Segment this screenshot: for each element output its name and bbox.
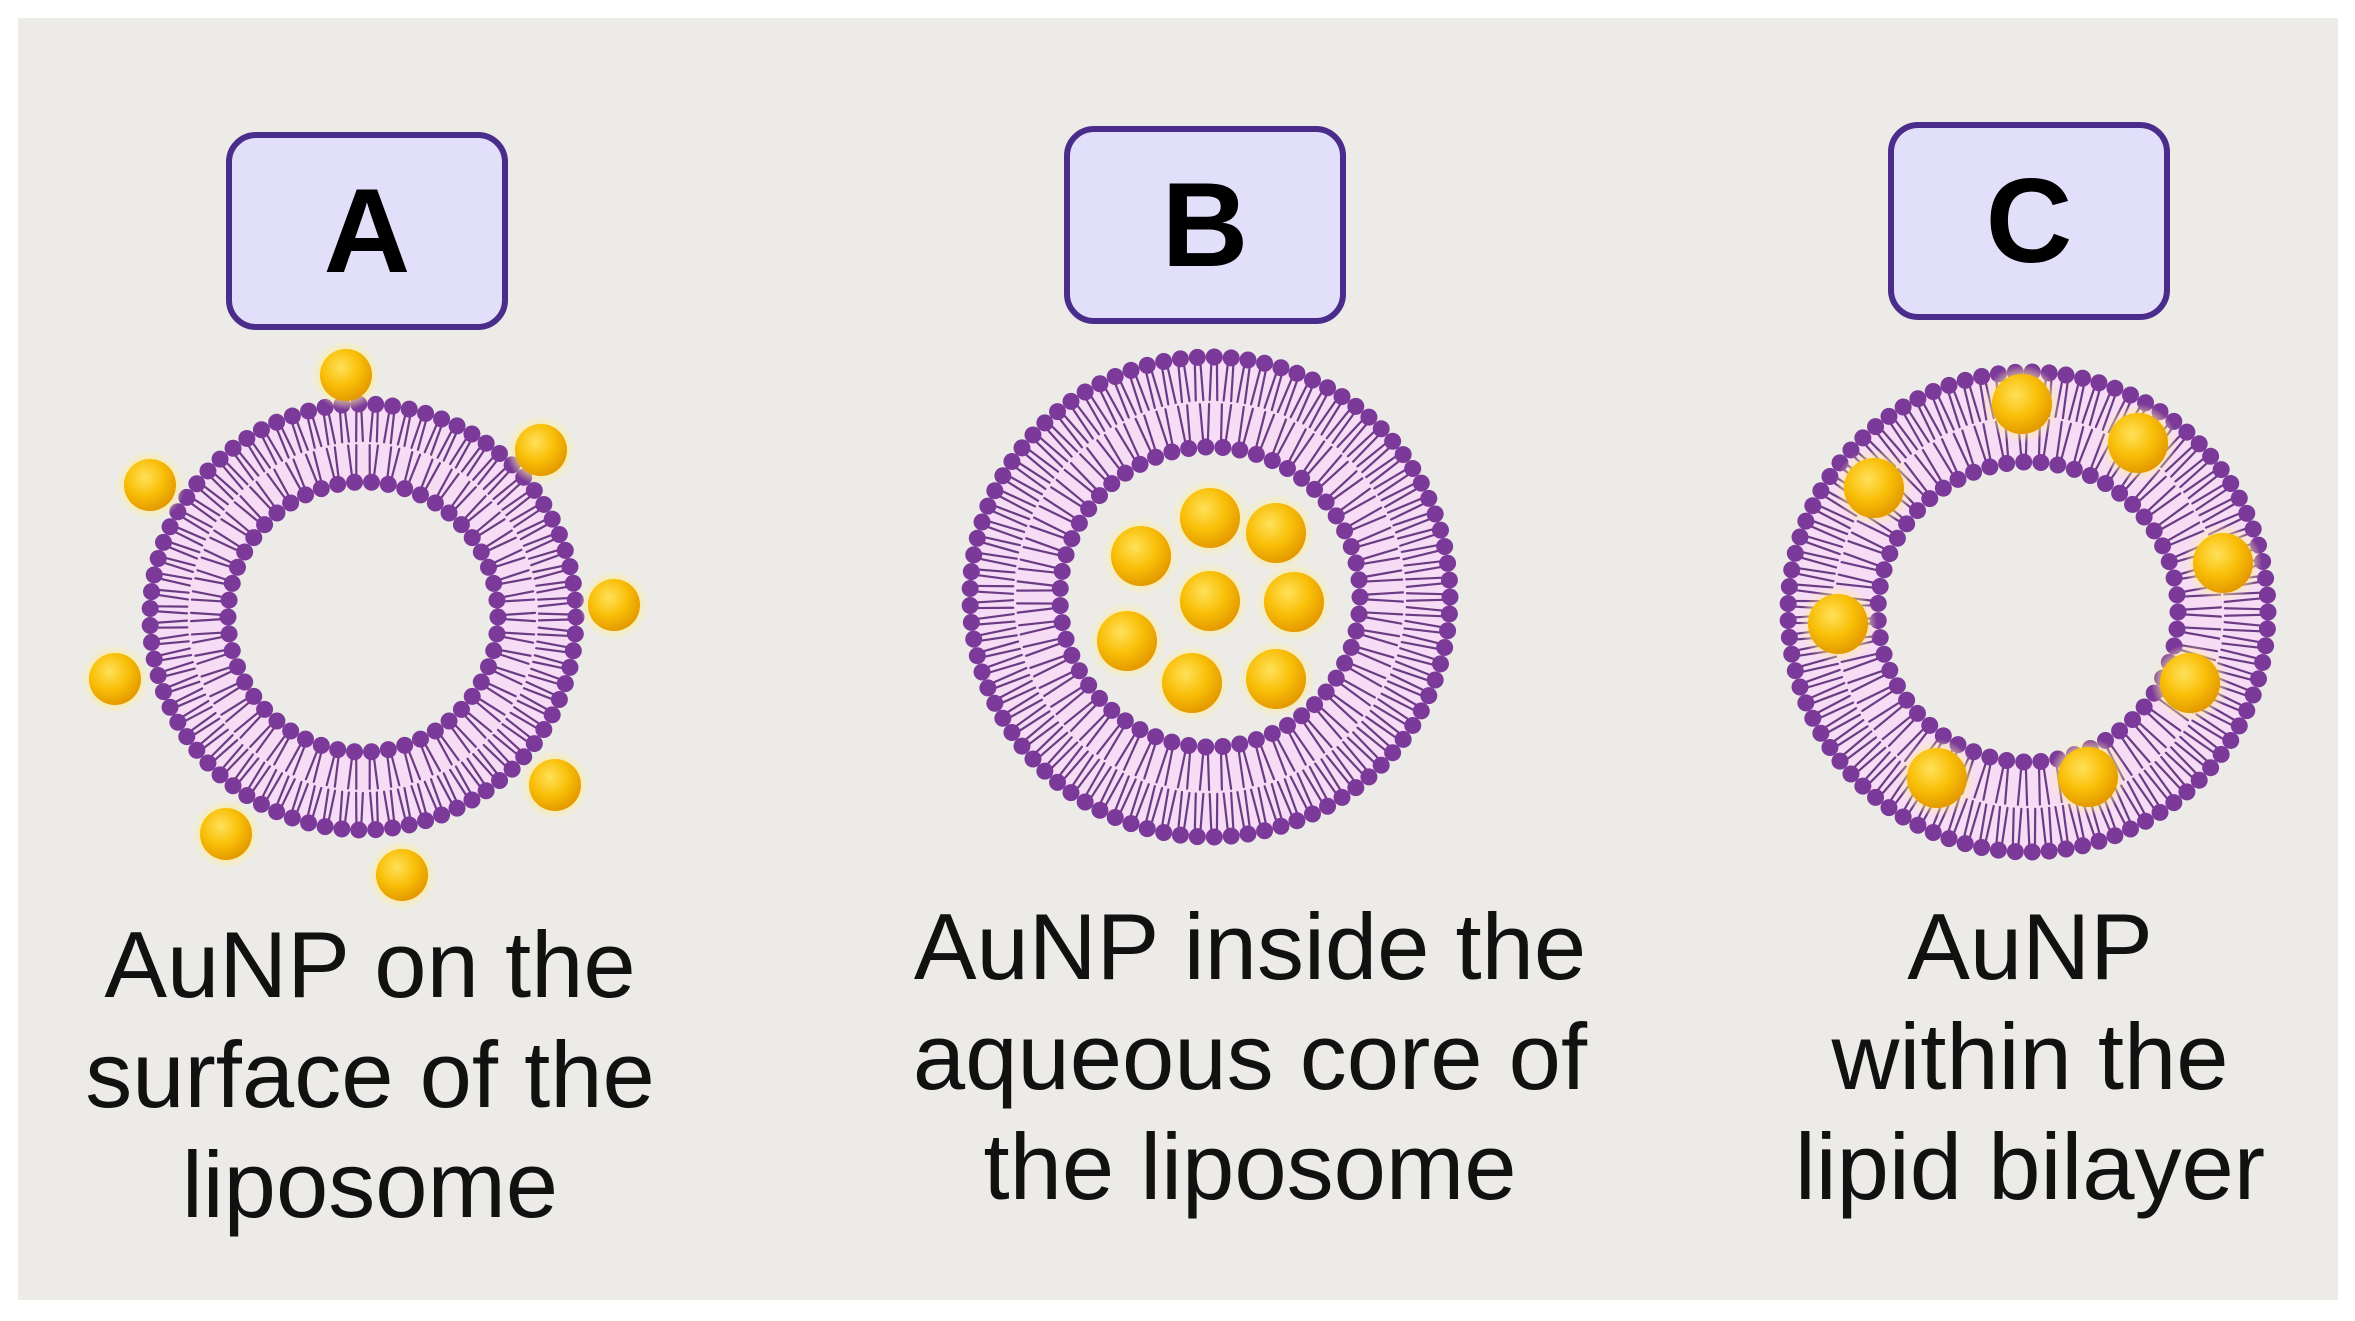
gold-nanoparticle (1171, 479, 1249, 557)
gold-nanoparticles-c (1799, 365, 2262, 817)
caption-c: AuNP within the lipid bilayer (1794, 894, 2266, 1219)
gold-nanoparticle (520, 750, 590, 820)
bilayer-band (970, 357, 1450, 837)
gold-nanoparticle (2151, 644, 2229, 722)
gold-nanoparticles-a (80, 340, 649, 910)
gold-nanoparticle (367, 840, 437, 910)
gold-nanoparticle (1983, 365, 2061, 443)
gold-nanoparticle (2184, 524, 2262, 602)
bilayer-band (150, 404, 576, 830)
liposome-b (961, 348, 1459, 846)
gold-nanoparticle (1799, 585, 1877, 663)
gold-nanoparticle (1835, 449, 1913, 527)
caption-a: AuNP on the surface of the liposome (85, 912, 655, 1237)
gold-nanoparticle (1237, 494, 1315, 572)
gold-nanoparticle (311, 340, 381, 410)
gold-nanoparticle (1102, 517, 1180, 595)
panel-label-c: C (1888, 122, 2170, 320)
lipid-tails (154, 408, 572, 826)
gold-nanoparticle (1255, 563, 1333, 641)
gold-nanoparticle (115, 450, 185, 520)
gold-nanoparticle (80, 644, 150, 714)
gold-nanoparticles-b (1088, 479, 1333, 722)
gold-nanoparticle (579, 570, 649, 640)
gold-nanoparticle (2099, 404, 2177, 482)
liposome-a (141, 395, 585, 839)
gold-nanoparticle (1898, 739, 1976, 817)
lipid-heads (961, 348, 1459, 846)
panel-label-b: B (1064, 126, 1346, 324)
gold-nanoparticle (1237, 640, 1315, 718)
lipid-tails (974, 361, 1446, 833)
gold-nanoparticle (191, 799, 261, 869)
panel-label-a: A (226, 132, 508, 330)
lipid-heads (141, 395, 585, 839)
gold-nanoparticle (1088, 602, 1166, 680)
gold-nanoparticle (1171, 562, 1249, 640)
caption-b: AuNP inside the aqueous core of the lipo… (912, 894, 1588, 1219)
gold-nanoparticle (1153, 644, 1231, 722)
gold-nanoparticle (506, 415, 576, 485)
gold-nanoparticle (2049, 738, 2127, 816)
